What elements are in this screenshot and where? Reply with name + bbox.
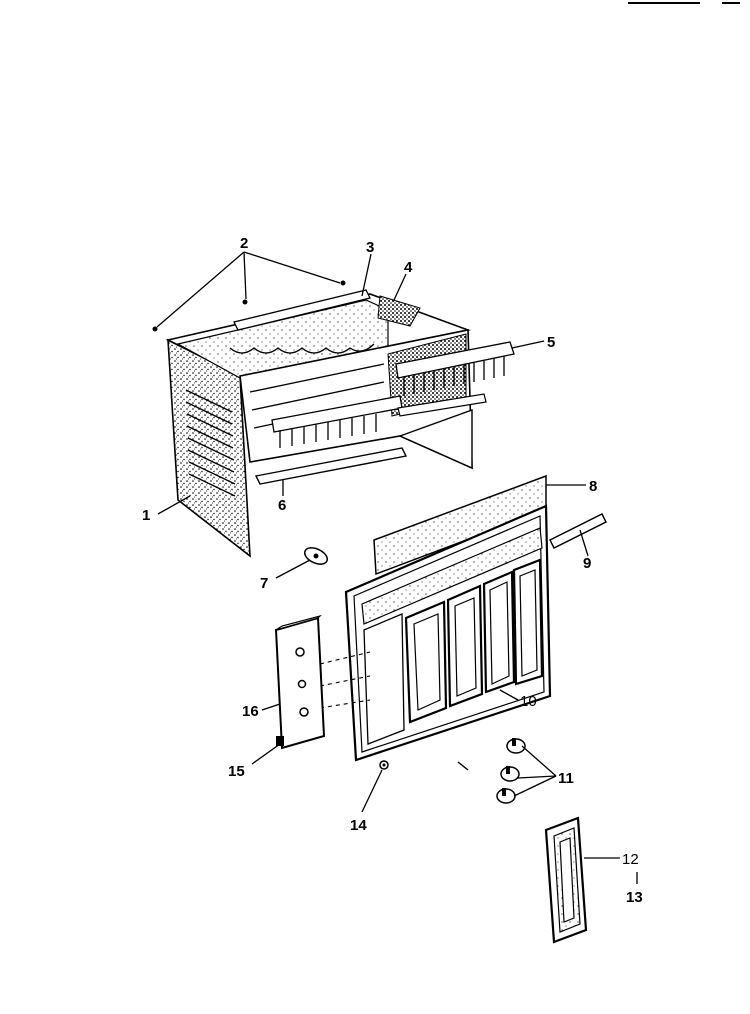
- callout-8: 8: [589, 478, 597, 495]
- callout-5: 5: [547, 334, 555, 351]
- callout-4: 4: [404, 259, 413, 276]
- screws: [152, 280, 346, 332]
- top-rail: [233, 289, 371, 331]
- callout-15: 15: [228, 763, 245, 780]
- callout-2: 2: [240, 235, 248, 252]
- callout-16: 16: [242, 703, 259, 720]
- control-panel: [274, 614, 326, 750]
- stray-mark: [457, 761, 469, 771]
- callout-10: 10: [520, 693, 537, 710]
- mounting-clip: [303, 547, 329, 565]
- vent-rod: [549, 513, 607, 549]
- bottom-rail: [254, 447, 408, 485]
- callout-13: 13: [626, 889, 643, 906]
- screw-14: [379, 760, 389, 770]
- callout-1: 1: [142, 507, 150, 524]
- leader-lines: [156, 251, 638, 884]
- callout-6: 6: [278, 497, 286, 514]
- callout-14: 14: [350, 817, 367, 834]
- cabinet: [165, 293, 473, 558]
- alignment-lines: [319, 651, 371, 709]
- callout-9: 9: [583, 555, 591, 572]
- control-knobs: [496, 738, 526, 804]
- callout-7: 7: [260, 575, 268, 592]
- callout-12: 12: [622, 851, 639, 868]
- callout-11: 11: [558, 770, 574, 787]
- callout-3: 3: [366, 239, 374, 256]
- front-grille: [344, 504, 552, 762]
- access-door: [544, 816, 588, 944]
- heater-bracket-rear: [395, 341, 515, 396]
- heater-bracket-front: [271, 393, 487, 448]
